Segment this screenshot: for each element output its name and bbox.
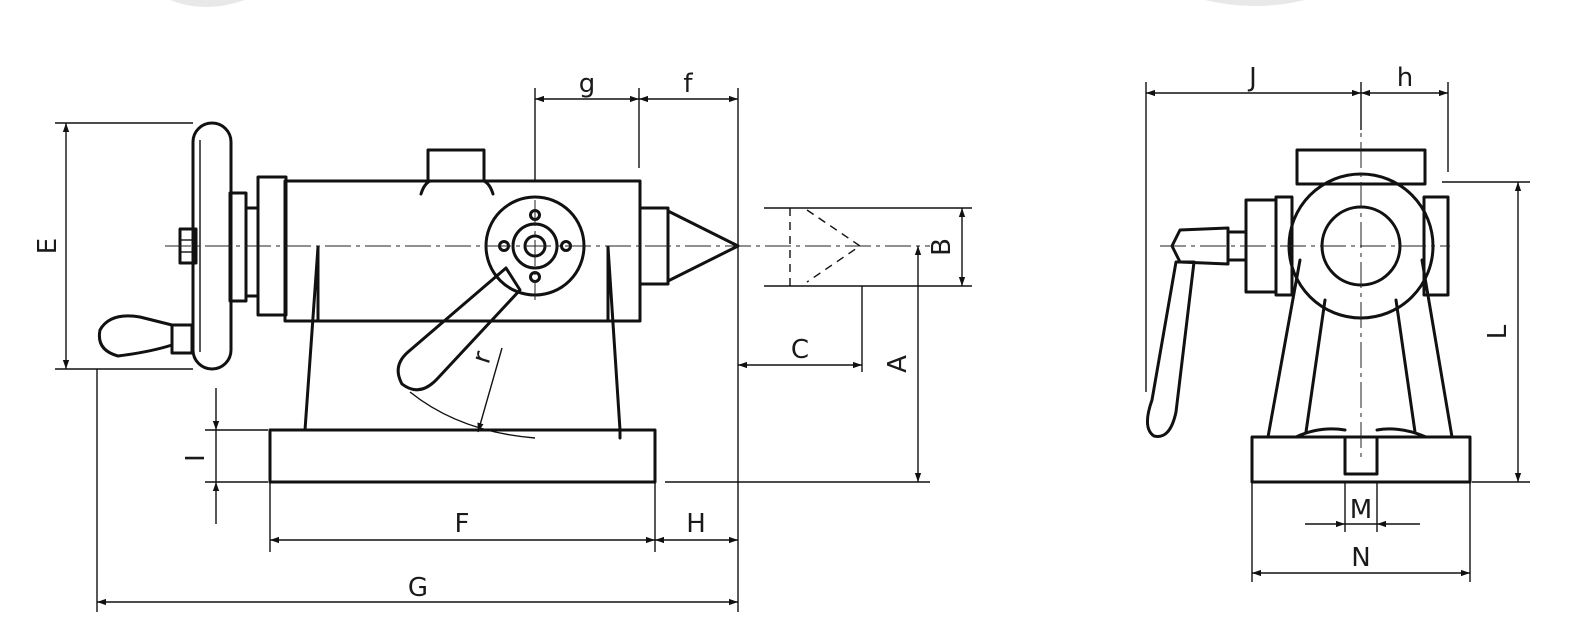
label-F: F bbox=[455, 509, 470, 539]
dim-L: L bbox=[1483, 182, 1522, 482]
side-view: r g f E bbox=[33, 0, 972, 612]
dim-g: g bbox=[535, 69, 639, 103]
tailstock-body bbox=[283, 148, 642, 432]
label-f: f bbox=[683, 69, 693, 99]
front-lever bbox=[1146, 226, 1248, 438]
extension-lines bbox=[55, 88, 930, 612]
dim-C: C bbox=[738, 335, 862, 369]
dim-r: r bbox=[409, 348, 536, 439]
label-g: g bbox=[579, 69, 596, 99]
base-plate bbox=[268, 428, 657, 484]
label-N: N bbox=[1351, 543, 1370, 573]
label-M: M bbox=[1350, 495, 1372, 525]
label-H: H bbox=[686, 509, 706, 539]
dim-N: N bbox=[1252, 543, 1470, 577]
taper-hint bbox=[764, 207, 972, 287]
front-view: J h L M N bbox=[1145, 0, 1530, 582]
label-C: C bbox=[791, 335, 809, 365]
front-column bbox=[1266, 258, 1454, 439]
dim-J: J bbox=[1146, 63, 1361, 97]
label-B: B bbox=[927, 238, 957, 256]
front-base bbox=[1250, 427, 1472, 484]
crank-handle bbox=[97, 314, 194, 358]
dim-h: h bbox=[1361, 63, 1448, 97]
label-L: L bbox=[1483, 324, 1513, 339]
label-I: I bbox=[181, 454, 211, 462]
dim-I: I bbox=[181, 388, 220, 524]
dim-B: B bbox=[927, 208, 966, 286]
label-J: J bbox=[1247, 63, 1257, 93]
dim-A: A bbox=[883, 246, 922, 482]
dim-G: G bbox=[97, 573, 738, 606]
dim-F: F bbox=[270, 509, 655, 544]
dim-f: f bbox=[639, 69, 738, 103]
label-h: h bbox=[1397, 63, 1413, 93]
dim-M: M bbox=[1305, 495, 1420, 528]
label-r: r bbox=[466, 348, 498, 368]
dim-E: E bbox=[33, 123, 70, 369]
front-extension-lines bbox=[1145, 82, 1530, 582]
label-G: G bbox=[408, 573, 428, 603]
label-A: A bbox=[883, 355, 913, 373]
dim-H: H bbox=[655, 509, 738, 544]
label-E: E bbox=[33, 238, 63, 254]
